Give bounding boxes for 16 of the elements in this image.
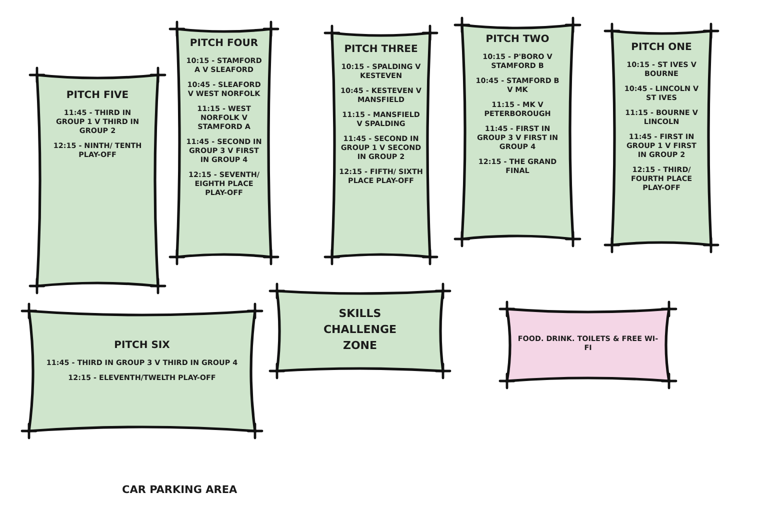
pitch-area xyxy=(455,18,580,246)
pitch-title: PITCH FIVE xyxy=(66,90,129,101)
pitch-title: PITCH SIX xyxy=(114,340,170,351)
pitch-title: PITCH ONE xyxy=(631,42,692,53)
area-name: SKILLS CHALLENGE ZONE xyxy=(322,306,398,354)
pitch-title: PITCH FOUR xyxy=(190,38,258,49)
pitch-title: PITCH THREE xyxy=(344,44,418,55)
pitch-area xyxy=(30,68,165,293)
pitch-area xyxy=(22,304,262,438)
pitch-title: PITCH TWO xyxy=(486,34,550,45)
area-label: CAR PARKING AREA xyxy=(122,484,238,496)
pitch-area xyxy=(170,22,278,264)
facilities-area xyxy=(500,302,676,388)
pitch-area xyxy=(270,284,450,378)
pitch-area xyxy=(605,24,718,252)
pitch-area xyxy=(325,26,437,264)
